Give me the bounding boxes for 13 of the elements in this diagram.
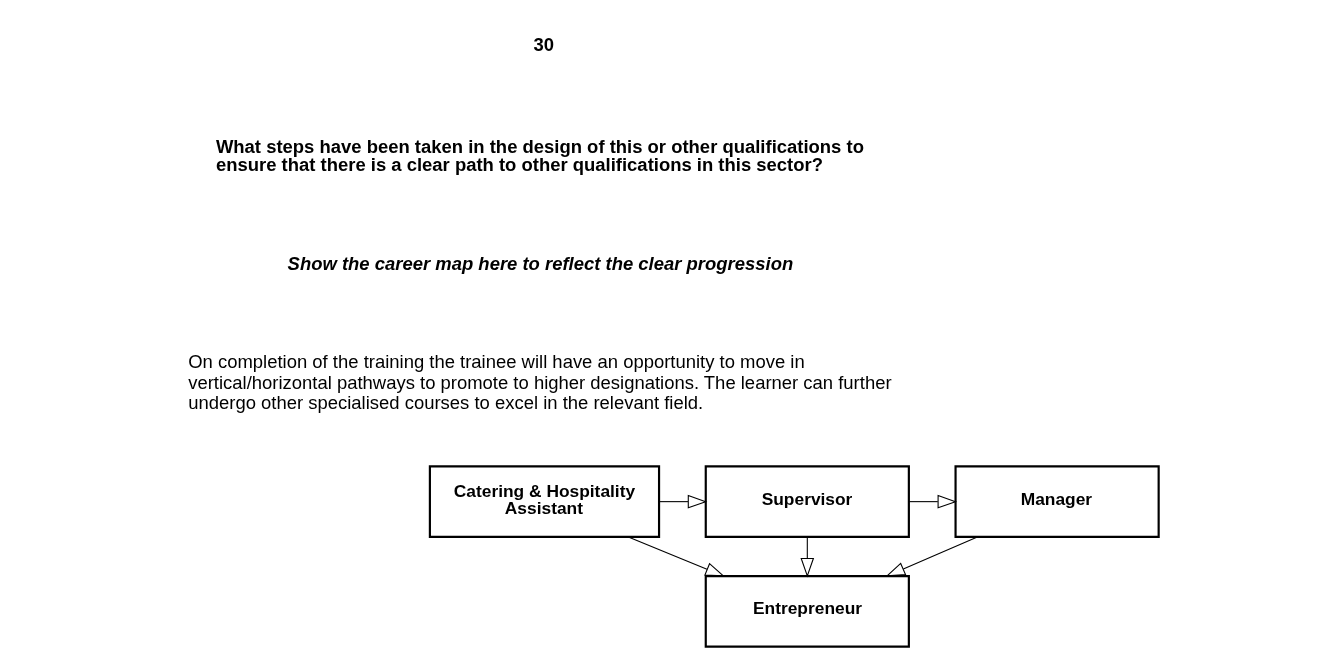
label: What steps have been taken in the design of this or other qualifications to ensure that there is a clear path to other qualifications in this sector? [215, 135, 864, 176]
label: 30 [533, 34, 555, 56]
node-box: Entrepreneur [704, 574, 910, 648]
label: Show the career map here to reflect the clear progression [287, 253, 794, 275]
node-box: Manager [954, 465, 1160, 539]
arrow [908, 494, 958, 509]
node-box: Catering & Hospitality Assistant [428, 465, 661, 539]
arrow [658, 494, 708, 509]
arrow [885, 536, 978, 577]
label: On completion of the training the trainee will have an opportunity to move in vertical/horizontal pathways to promote to higher designations. The learner can further undergo other specialised courses to excel in the relevant field. [188, 351, 892, 414]
node-box: Supervisor [704, 465, 910, 539]
arrow [627, 536, 725, 577]
arrow [800, 536, 815, 578]
